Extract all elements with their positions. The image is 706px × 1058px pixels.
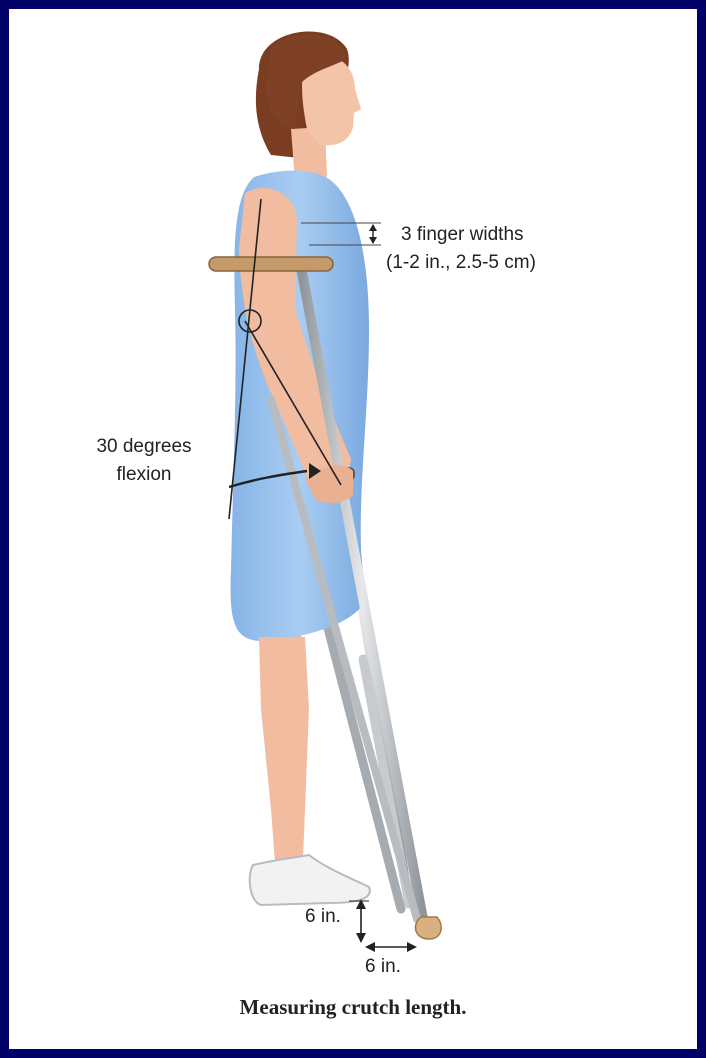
crutch-tip bbox=[415, 917, 441, 939]
flexion-label: flexion bbox=[79, 463, 209, 487]
figure-caption: Measuring crutch length. bbox=[9, 995, 697, 1020]
illustration-frame: 3 finger widths (1-2 in., 2.5-5 cm) 30 d… bbox=[9, 9, 697, 1049]
horizontal-offset-label: 6 in. bbox=[365, 955, 401, 979]
crutch-illustration bbox=[9, 9, 697, 1049]
vertical-offset-marker bbox=[349, 899, 369, 943]
flexion-degrees-label: 30 degrees bbox=[79, 435, 209, 459]
crutch-armpiece bbox=[209, 257, 333, 271]
horizontal-offset-marker bbox=[365, 942, 417, 952]
shoe bbox=[250, 855, 370, 905]
finger-widths-range-label: (1-2 in., 2.5-5 cm) bbox=[386, 251, 536, 275]
finger-width-arrow bbox=[369, 224, 377, 244]
front-leg bbox=[259, 637, 309, 863]
vertical-offset-label: 6 in. bbox=[305, 905, 341, 929]
finger-widths-label: 3 finger widths bbox=[401, 223, 524, 247]
